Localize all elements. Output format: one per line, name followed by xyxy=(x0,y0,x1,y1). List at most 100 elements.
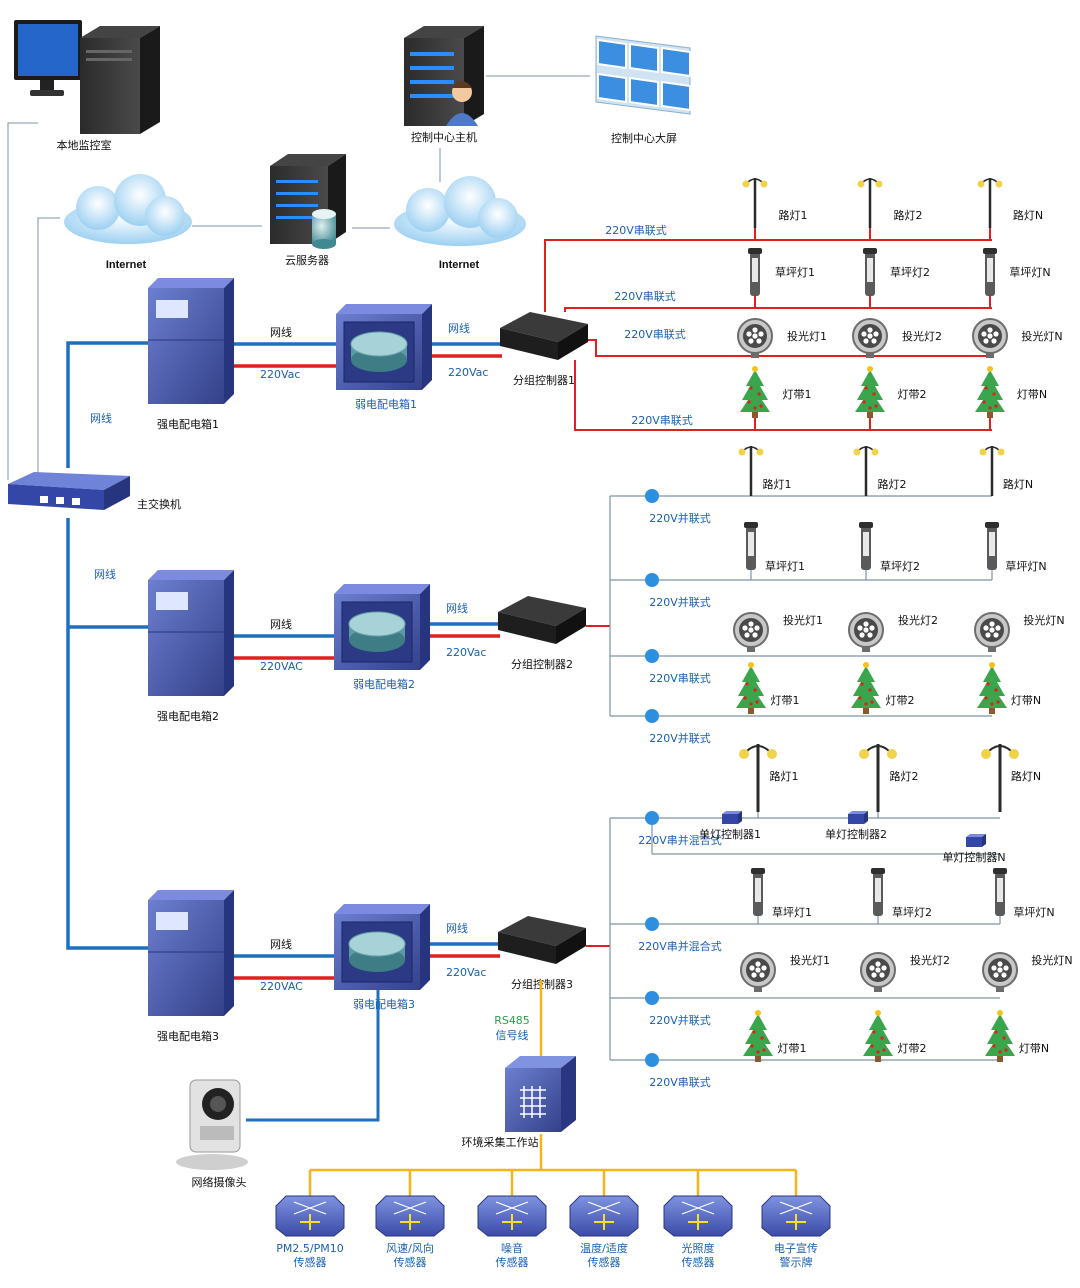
sensor-label-1-line2: 传感器 xyxy=(294,1256,327,1269)
power-label-b-3: 220Vac xyxy=(446,966,486,979)
control-center-big-screen[interactable] xyxy=(595,35,691,115)
lawn-light-g1-3[interactable] xyxy=(983,248,997,296)
strip-label-g2-3: 灯带N xyxy=(1011,694,1041,707)
flood-light-g3-3[interactable] xyxy=(982,952,1018,992)
lawn-label-g3-2: 草坪灯2 xyxy=(892,906,932,919)
flood-light-g2-1[interactable] xyxy=(733,612,769,652)
controller-label-1: 分组控制器1 xyxy=(513,373,575,387)
lawn-light-g2-1[interactable] xyxy=(744,522,758,570)
lawn-light-g3-1[interactable] xyxy=(751,868,765,916)
strip-label-g3-3: 灯带N xyxy=(1019,1042,1049,1055)
group-controller-2[interactable] xyxy=(498,596,586,644)
street-light-g1-2[interactable] xyxy=(857,178,883,228)
flood-label-g2-1: 投光灯1 xyxy=(783,613,823,627)
rs485-label-line2: 信号线 xyxy=(496,1028,529,1042)
single-lamp-controller-3[interactable] xyxy=(966,834,986,847)
street-label-g3-3: 路灯N xyxy=(1011,770,1041,783)
lawn-label-g2-3: 草坪灯N xyxy=(1005,560,1046,573)
street-label-g3-2: 路灯2 xyxy=(890,770,919,783)
backbone-net-label-1: 网线 xyxy=(90,411,112,425)
series-wiring-group-1 xyxy=(544,226,992,431)
wiring-label-g1-r1: 220V串联式 xyxy=(605,224,667,237)
strip-light-g3-3[interactable] xyxy=(985,1010,1015,1062)
strip-label-g1-2: 灯带2 xyxy=(898,388,927,401)
flood-light-g3-2[interactable] xyxy=(860,952,896,992)
strong-power-box-3[interactable] xyxy=(148,890,234,1016)
flood-label-g2-3: 投光灯N xyxy=(1023,613,1064,627)
strip-light-g1-3[interactable] xyxy=(975,366,1005,418)
lawn-light-g2-3[interactable] xyxy=(985,522,999,570)
wiring-label-g1-r3: 220V串联式 xyxy=(624,328,686,341)
flood-label-g3-2: 投光灯2 xyxy=(910,953,950,967)
flood-light-g2-2[interactable] xyxy=(848,612,884,652)
flood-label-g3-3: 投光灯N xyxy=(1031,953,1072,967)
flood-light-g1-3[interactable] xyxy=(972,318,1008,358)
sensor-label-2-line2: 传感器 xyxy=(394,1256,427,1269)
strip-light-g2-3[interactable] xyxy=(977,662,1007,714)
flood-label-g1-1: 投光灯1 xyxy=(787,329,827,343)
strip-label-g3-1: 灯带1 xyxy=(778,1042,807,1055)
single-controller-label-3: 单灯控制器N xyxy=(942,850,1005,864)
strip-light-g3-2[interactable] xyxy=(863,1010,893,1062)
weak-power-box-1[interactable] xyxy=(336,304,432,390)
flood-light-g3-1[interactable] xyxy=(740,952,776,992)
street-light-g1-1[interactable] xyxy=(742,178,768,228)
strip-light-g2-1[interactable] xyxy=(736,662,766,714)
net-label-a-1: 网线 xyxy=(270,325,292,339)
big-screen-label: 控制中心大屏 xyxy=(611,131,677,145)
group-controller-3[interactable] xyxy=(498,916,586,964)
lawn-light-g3-2[interactable] xyxy=(871,868,885,916)
street-light-g3-2[interactable] xyxy=(859,744,897,812)
controller-group-3: 强电配电箱3弱电配电箱3分组控制器3网线220VAC网线220Vac220V串并… xyxy=(148,744,1073,1089)
net-label-a-2: 网线 xyxy=(270,617,292,631)
main-switch[interactable] xyxy=(8,472,130,510)
strip-light-g3-1[interactable] xyxy=(743,1010,773,1062)
bus-node-g3-r2 xyxy=(645,917,659,931)
strip-light-g2-2[interactable] xyxy=(851,662,881,714)
control-center-host[interactable] xyxy=(404,26,484,126)
local-monitor-computer[interactable] xyxy=(14,20,160,134)
street-light-g3-1[interactable] xyxy=(739,744,777,812)
flood-light-g1-2[interactable] xyxy=(852,318,888,358)
street-light-g3-3[interactable] xyxy=(981,744,1019,812)
sensor-label-4-line1: 温度/适度 xyxy=(580,1241,628,1255)
network-camera[interactable] xyxy=(176,1079,248,1170)
lawn-label-g1-1: 草坪灯1 xyxy=(775,266,815,279)
backbone-network-lines xyxy=(66,341,148,950)
strong-power-box-1[interactable] xyxy=(148,278,234,404)
strong-box-label-3: 强电配电箱3 xyxy=(157,1029,219,1043)
lawn-light-g1-1[interactable] xyxy=(748,248,762,296)
weak-power-box-2[interactable] xyxy=(334,584,430,670)
strong-power-box-2[interactable] xyxy=(148,570,234,696)
strip-light-g1-1[interactable] xyxy=(740,366,770,418)
street-light-g2-1[interactable] xyxy=(738,446,764,496)
env-collection-station[interactable] xyxy=(505,1056,576,1132)
strip-label-g3-2: 灯带2 xyxy=(898,1042,927,1055)
sensor-list: PM2.5/PM10传感器风速/风向传感器噪音传感器温度/适度传感器光照度传感器… xyxy=(275,1195,831,1269)
wiring-label-g3-r4: 220V串联式 xyxy=(649,1076,711,1089)
single-lamp-controller-1[interactable] xyxy=(722,811,742,824)
lawn-light-g1-2[interactable] xyxy=(863,248,877,296)
strip-label-g1-1: 灯带1 xyxy=(783,388,812,401)
street-light-g2-2[interactable] xyxy=(853,446,879,496)
wiring-label-g3-r1: 220V串并混合式 xyxy=(638,833,722,847)
group-controller-1[interactable] xyxy=(500,312,588,360)
lawn-light-g2-2[interactable] xyxy=(859,522,873,570)
flood-light-g2-3[interactable] xyxy=(974,612,1010,652)
street-light-g2-3[interactable] xyxy=(979,446,1005,496)
weak-power-box-3[interactable] xyxy=(334,904,430,990)
cloud-server[interactable] xyxy=(270,154,346,249)
lawn-light-g3-3[interactable] xyxy=(993,868,1007,916)
flood-light-g1-1[interactable] xyxy=(737,318,773,358)
strip-light-g1-2[interactable] xyxy=(855,366,885,418)
lawn-label-g1-3: 草坪灯N xyxy=(1009,266,1050,279)
street-light-g1-3[interactable] xyxy=(977,178,1003,228)
single-lamp-controller-2[interactable] xyxy=(848,811,868,824)
local-monitor-label: 本地监控室 xyxy=(57,138,112,152)
